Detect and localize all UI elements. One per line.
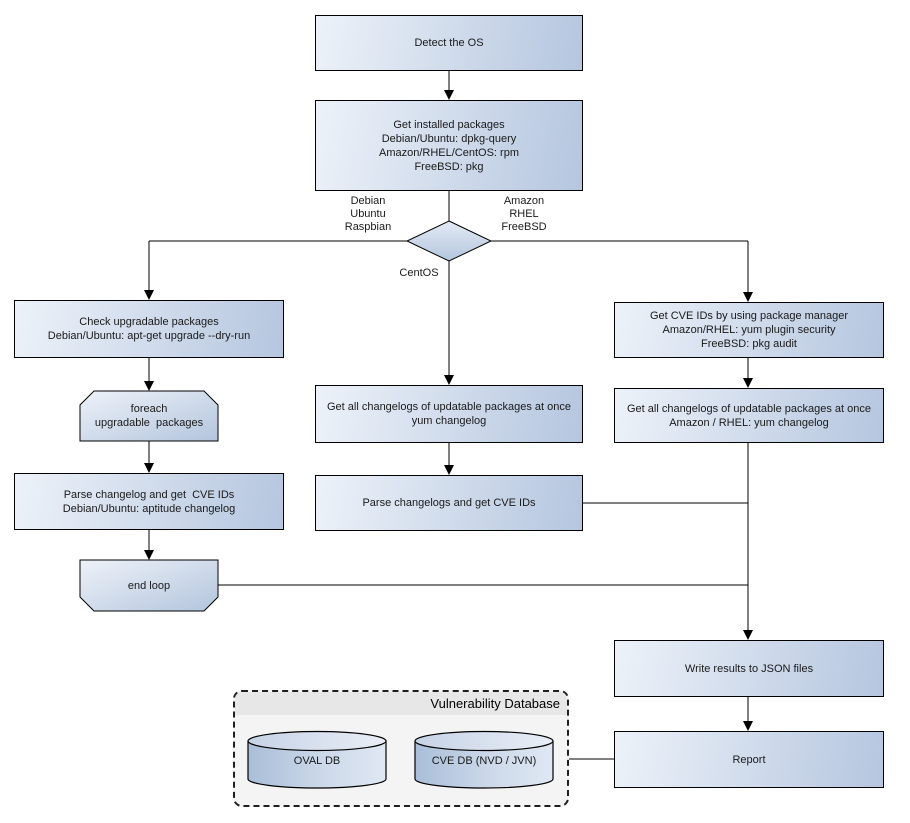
node-parse-changelog-debian: Parse changelog and get CVE IDs Debian/U… xyxy=(14,473,284,530)
branch-label-centos: CentOS xyxy=(369,267,469,280)
end-loop-shape xyxy=(79,559,219,612)
node-get-installed-packages: Get installed packages Debian/Ubuntu: dp… xyxy=(315,100,583,191)
node-line: Amazon/RHEL/CentOS: rpm xyxy=(379,146,519,159)
node-line: Get all changelogs of updatable packages… xyxy=(326,401,571,413)
node-line: Get CVE IDs by using package manager xyxy=(649,310,849,322)
node-line: FreeBSD: pkg audit xyxy=(701,338,797,350)
node-line: FreeBSD: pkg xyxy=(414,160,484,173)
node-line: Get all changelogs of updatable packages… xyxy=(626,402,871,415)
end-loop-label: end loop xyxy=(80,560,218,611)
node-get-cve-ids-package-manager: Get CVE IDs by using package manager Ama… xyxy=(614,302,884,358)
branch-line: CentOS xyxy=(399,267,439,279)
node-write-results: Write results to JSON files xyxy=(614,640,884,697)
node-line: foreach xyxy=(130,403,168,415)
branch-line: FreeBSD xyxy=(501,221,547,233)
node-line: Debian/Ubuntu: aptitude changelog xyxy=(62,502,236,515)
node-line: Check upgradable packages xyxy=(79,316,219,328)
node-detect-os-label: Detect the OS xyxy=(414,37,484,49)
arrowheads xyxy=(144,90,753,731)
node-get-changelogs-yum: Get all changelogs of updatable packages… xyxy=(315,385,583,443)
oval-db-label: OVAL DB xyxy=(293,755,341,767)
oval-db-cylinder-icon xyxy=(247,730,387,789)
cve-db-label: CVE DB (NVD / JVN) xyxy=(431,755,537,767)
branch-line: RHEL xyxy=(509,208,539,220)
branch-line: Amazon xyxy=(503,195,545,207)
node-line: Parse changelog and get CVE IDs xyxy=(63,488,235,501)
branch-line: Debian xyxy=(350,195,386,207)
node-line: Amazon/RHEL: yum plugin security xyxy=(662,324,836,336)
os-decision-diamond xyxy=(405,220,493,262)
node-line: Write results to JSON files xyxy=(684,662,814,675)
node-line: Parse changelogs and get CVE IDs xyxy=(362,497,536,509)
branch-label-amazon: Amazon RHEL FreeBSD xyxy=(474,195,574,234)
node-line: Debian/Ubuntu: apt-get upgrade --dry-run xyxy=(47,330,251,342)
branch-line: Raspbian xyxy=(344,221,392,233)
node-report: Report xyxy=(614,731,884,788)
branch-label-debian: Debian Ubuntu Raspbian xyxy=(318,195,418,234)
node-get-changelogs-amazon-rhel: Get all changelogs of updatable packages… xyxy=(614,388,884,443)
node-line: Get installed packages xyxy=(393,118,505,131)
node-line: Debian/Ubuntu: dpkg-query xyxy=(381,132,517,145)
foreach-loop-label: foreach upgradable packages xyxy=(80,391,218,441)
node-line: yum changelog xyxy=(411,415,487,427)
node-check-upgradable-packages: Check upgradable packages Debian/Ubuntu:… xyxy=(14,300,284,358)
connector-lines xyxy=(148,71,749,760)
node-line: Report xyxy=(732,753,766,766)
vulnerability-database-header: Vulnerability Database xyxy=(235,692,567,715)
node-line: upgradable packages xyxy=(94,417,204,429)
branch-line: Ubuntu xyxy=(350,208,386,220)
vulnerability-database-title: Vulnerability Database xyxy=(430,696,560,711)
foreach-loop-shape xyxy=(79,390,219,442)
node-line: end loop xyxy=(127,579,171,592)
node-parse-changelogs-yum: Parse changelogs and get CVE IDs xyxy=(315,475,583,531)
node-line: Amazon / RHEL: yum changelog xyxy=(669,416,829,429)
node-detect-os: Detect the OS xyxy=(315,15,583,71)
cve-db-cylinder-icon xyxy=(414,730,554,789)
